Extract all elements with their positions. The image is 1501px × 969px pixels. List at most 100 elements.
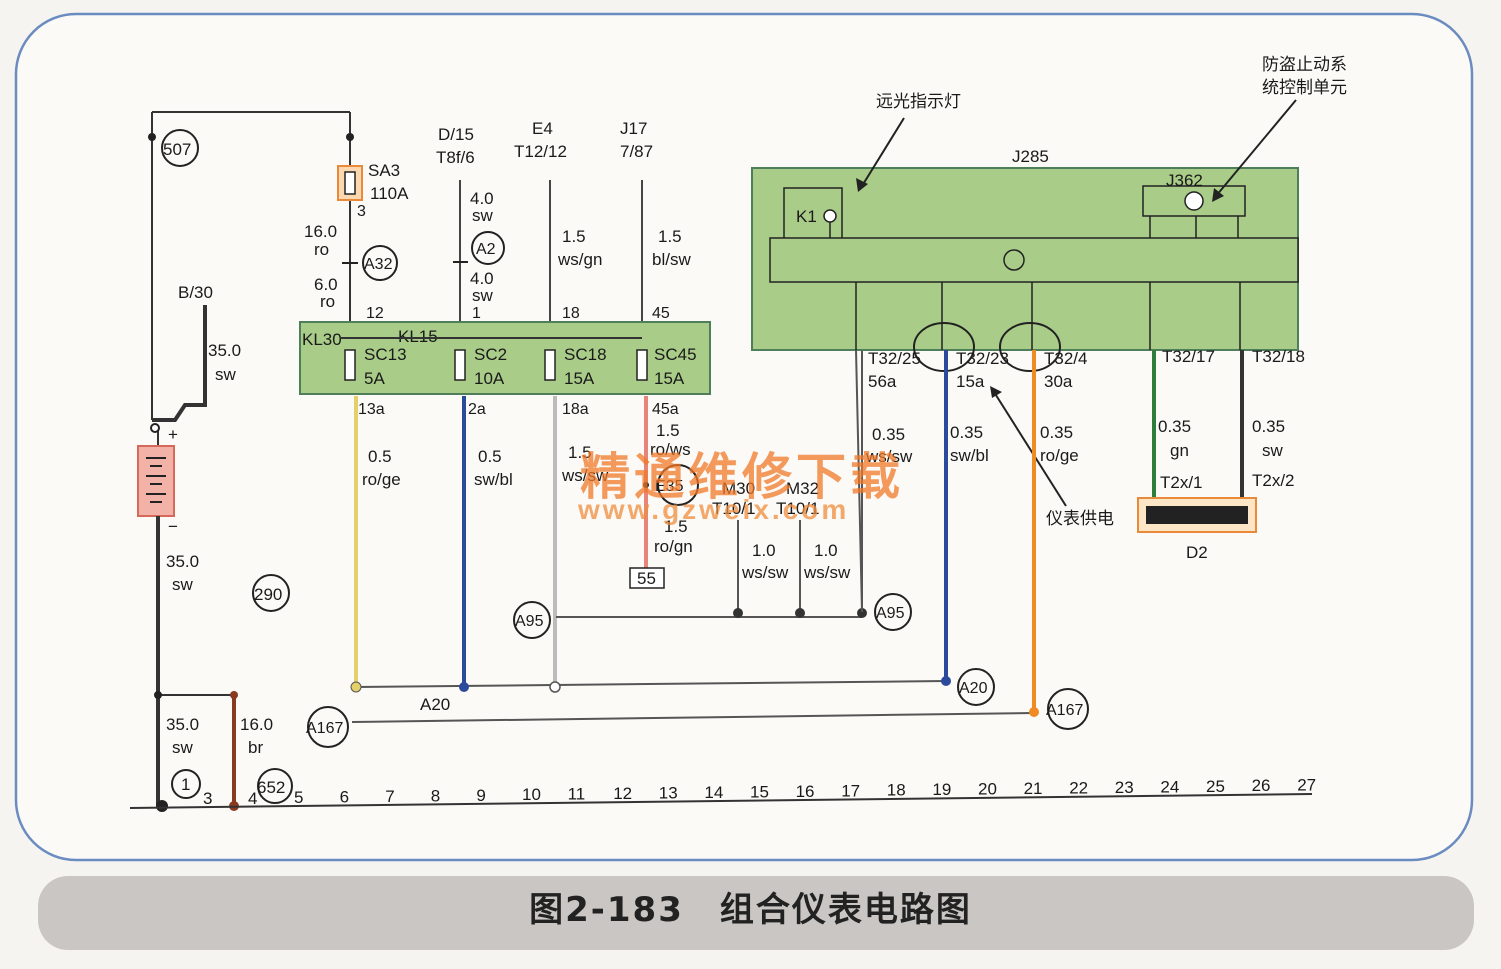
fuse-sc13-rating: 5A [364, 369, 385, 388]
wire-label: 1.5 [568, 443, 592, 462]
battery-cells [146, 457, 166, 503]
wire-label: 4.0 [470, 269, 494, 288]
fuse-box-kl30: KL30 [302, 330, 342, 349]
highlight-ellipse [999, 322, 1061, 372]
node-a167-right-label: A167 [1046, 702, 1083, 719]
wire-label: ws/sw [865, 447, 913, 466]
wire-label: ws/gn [557, 250, 602, 269]
battery-low-wire-size: 35.0 [166, 552, 199, 571]
ruler-tick: 20 [978, 780, 997, 799]
wire-label: 0.35 [950, 423, 983, 442]
ruler-tick: 19 [932, 780, 951, 799]
wire-label: sw/bl [950, 446, 989, 465]
fuse-sc13-name: SC13 [364, 345, 407, 364]
junction-dot [795, 608, 805, 618]
lamp-icon [823, 209, 837, 223]
node-a32 [362, 245, 398, 281]
wire-label: 1.0 [814, 541, 838, 560]
wire-label: 1.5 [562, 227, 586, 246]
ref-j17: J17 [620, 119, 647, 138]
node-507 [161, 129, 199, 167]
pin-t32-25-sub: 56a [868, 372, 897, 391]
ruler-tick: 4 [248, 789, 257, 808]
ref-e4: E4 [532, 119, 553, 138]
ruler-tick: 18 [887, 781, 906, 800]
node-652-label: 652 [257, 778, 285, 797]
battery [137, 445, 175, 517]
ruler-tick: 24 [1160, 777, 1179, 796]
pin-t32-4-sub: 30a [1044, 372, 1073, 391]
battery-label: B/30 [178, 283, 213, 302]
fuse-sc13-in: 12 [366, 305, 384, 322]
pin-t32-25: T32/25 [868, 349, 921, 368]
junction-dot [643, 482, 649, 488]
node-a2-label: A2 [476, 241, 496, 258]
node-a167-right [1047, 688, 1089, 730]
pin-t32-23-sub: 15a [956, 372, 985, 391]
node-290-label: 290 [254, 585, 282, 604]
wire-label: 0.5 [478, 447, 502, 466]
d2-coil [1146, 506, 1248, 524]
battery-wire-color: sw [215, 365, 237, 384]
ref-m32-pin: T10/1 [776, 499, 819, 518]
ref-d15-pin: T8f/6 [436, 148, 475, 167]
module-pin-lines [855, 282, 1241, 350]
fuse-sc18-out: 18a [562, 401, 589, 418]
ground-wire-b-color: br [248, 738, 263, 757]
module-name: J285 [1012, 147, 1049, 166]
battery-minus: − [168, 517, 178, 536]
ruler-tick: 26 [1252, 776, 1271, 795]
fuse-sc2-in: 1 [472, 305, 481, 322]
wire-label: ro/ws [650, 440, 691, 459]
ruler-tick: 9 [476, 786, 485, 805]
ruler-tick: 27 [1297, 776, 1316, 795]
wire-label: sw [472, 286, 494, 305]
module-bus [769, 237, 1299, 283]
pin-t32-18: T32/18 [1252, 347, 1305, 366]
terminal-55 [629, 567, 665, 589]
arrow-head [990, 386, 1002, 398]
pin-t32-4: T32/4 [1044, 349, 1087, 368]
ruler-tick: 15 [750, 782, 769, 801]
ref-j17-pin: 7/87 [620, 142, 653, 161]
ref-m30: M30 [722, 479, 755, 498]
fuse-sc45-in: 45 [652, 305, 670, 322]
a20-bus-label: A20 [420, 695, 450, 714]
junction-dot [154, 691, 162, 699]
wire-label: sw/bl [474, 470, 513, 489]
module-internal-lines [829, 216, 1239, 240]
node-e35-label: E35 [655, 478, 684, 495]
fuse-sa3-pin: 3 [357, 203, 366, 220]
fuse-sc18-rating: 15A [564, 369, 595, 388]
wire-label: 1.5 [664, 517, 688, 536]
module-k1: K1 [796, 207, 817, 226]
fuse-elements [344, 349, 648, 381]
node-a20 [957, 668, 995, 706]
fuse-sa3-name: SA3 [368, 161, 400, 180]
wire-label: bl/sw [652, 250, 691, 269]
node-a95-right-label: A95 [876, 605, 905, 622]
node-a20-label: A20 [959, 680, 988, 697]
fuse-sc45-name: SC45 [654, 345, 697, 364]
ref-m32: M32 [786, 479, 819, 498]
node-507-label: 507 [163, 140, 191, 159]
junction-dot [857, 608, 867, 618]
wire-label: 0.5 [368, 447, 392, 466]
junction-dot [459, 682, 469, 692]
arrow-head [856, 178, 868, 192]
d2-name: D2 [1186, 543, 1208, 562]
node-a167-left [307, 706, 349, 748]
callout-arrow [993, 391, 1067, 507]
wire-label: 0.35 [1252, 417, 1285, 436]
wire-label: 0.35 [1040, 423, 1073, 442]
label-cluster-power: 仪表供电 [1046, 509, 1114, 529]
node-a95-left-label: A95 [515, 613, 544, 630]
module-ground-icon [1003, 249, 1025, 271]
junction-dot [350, 681, 362, 693]
a167-bus [351, 712, 1035, 723]
node-652 [257, 768, 293, 804]
fuse-sc18-name: SC18 [564, 345, 607, 364]
wire-label: ro [314, 240, 329, 259]
